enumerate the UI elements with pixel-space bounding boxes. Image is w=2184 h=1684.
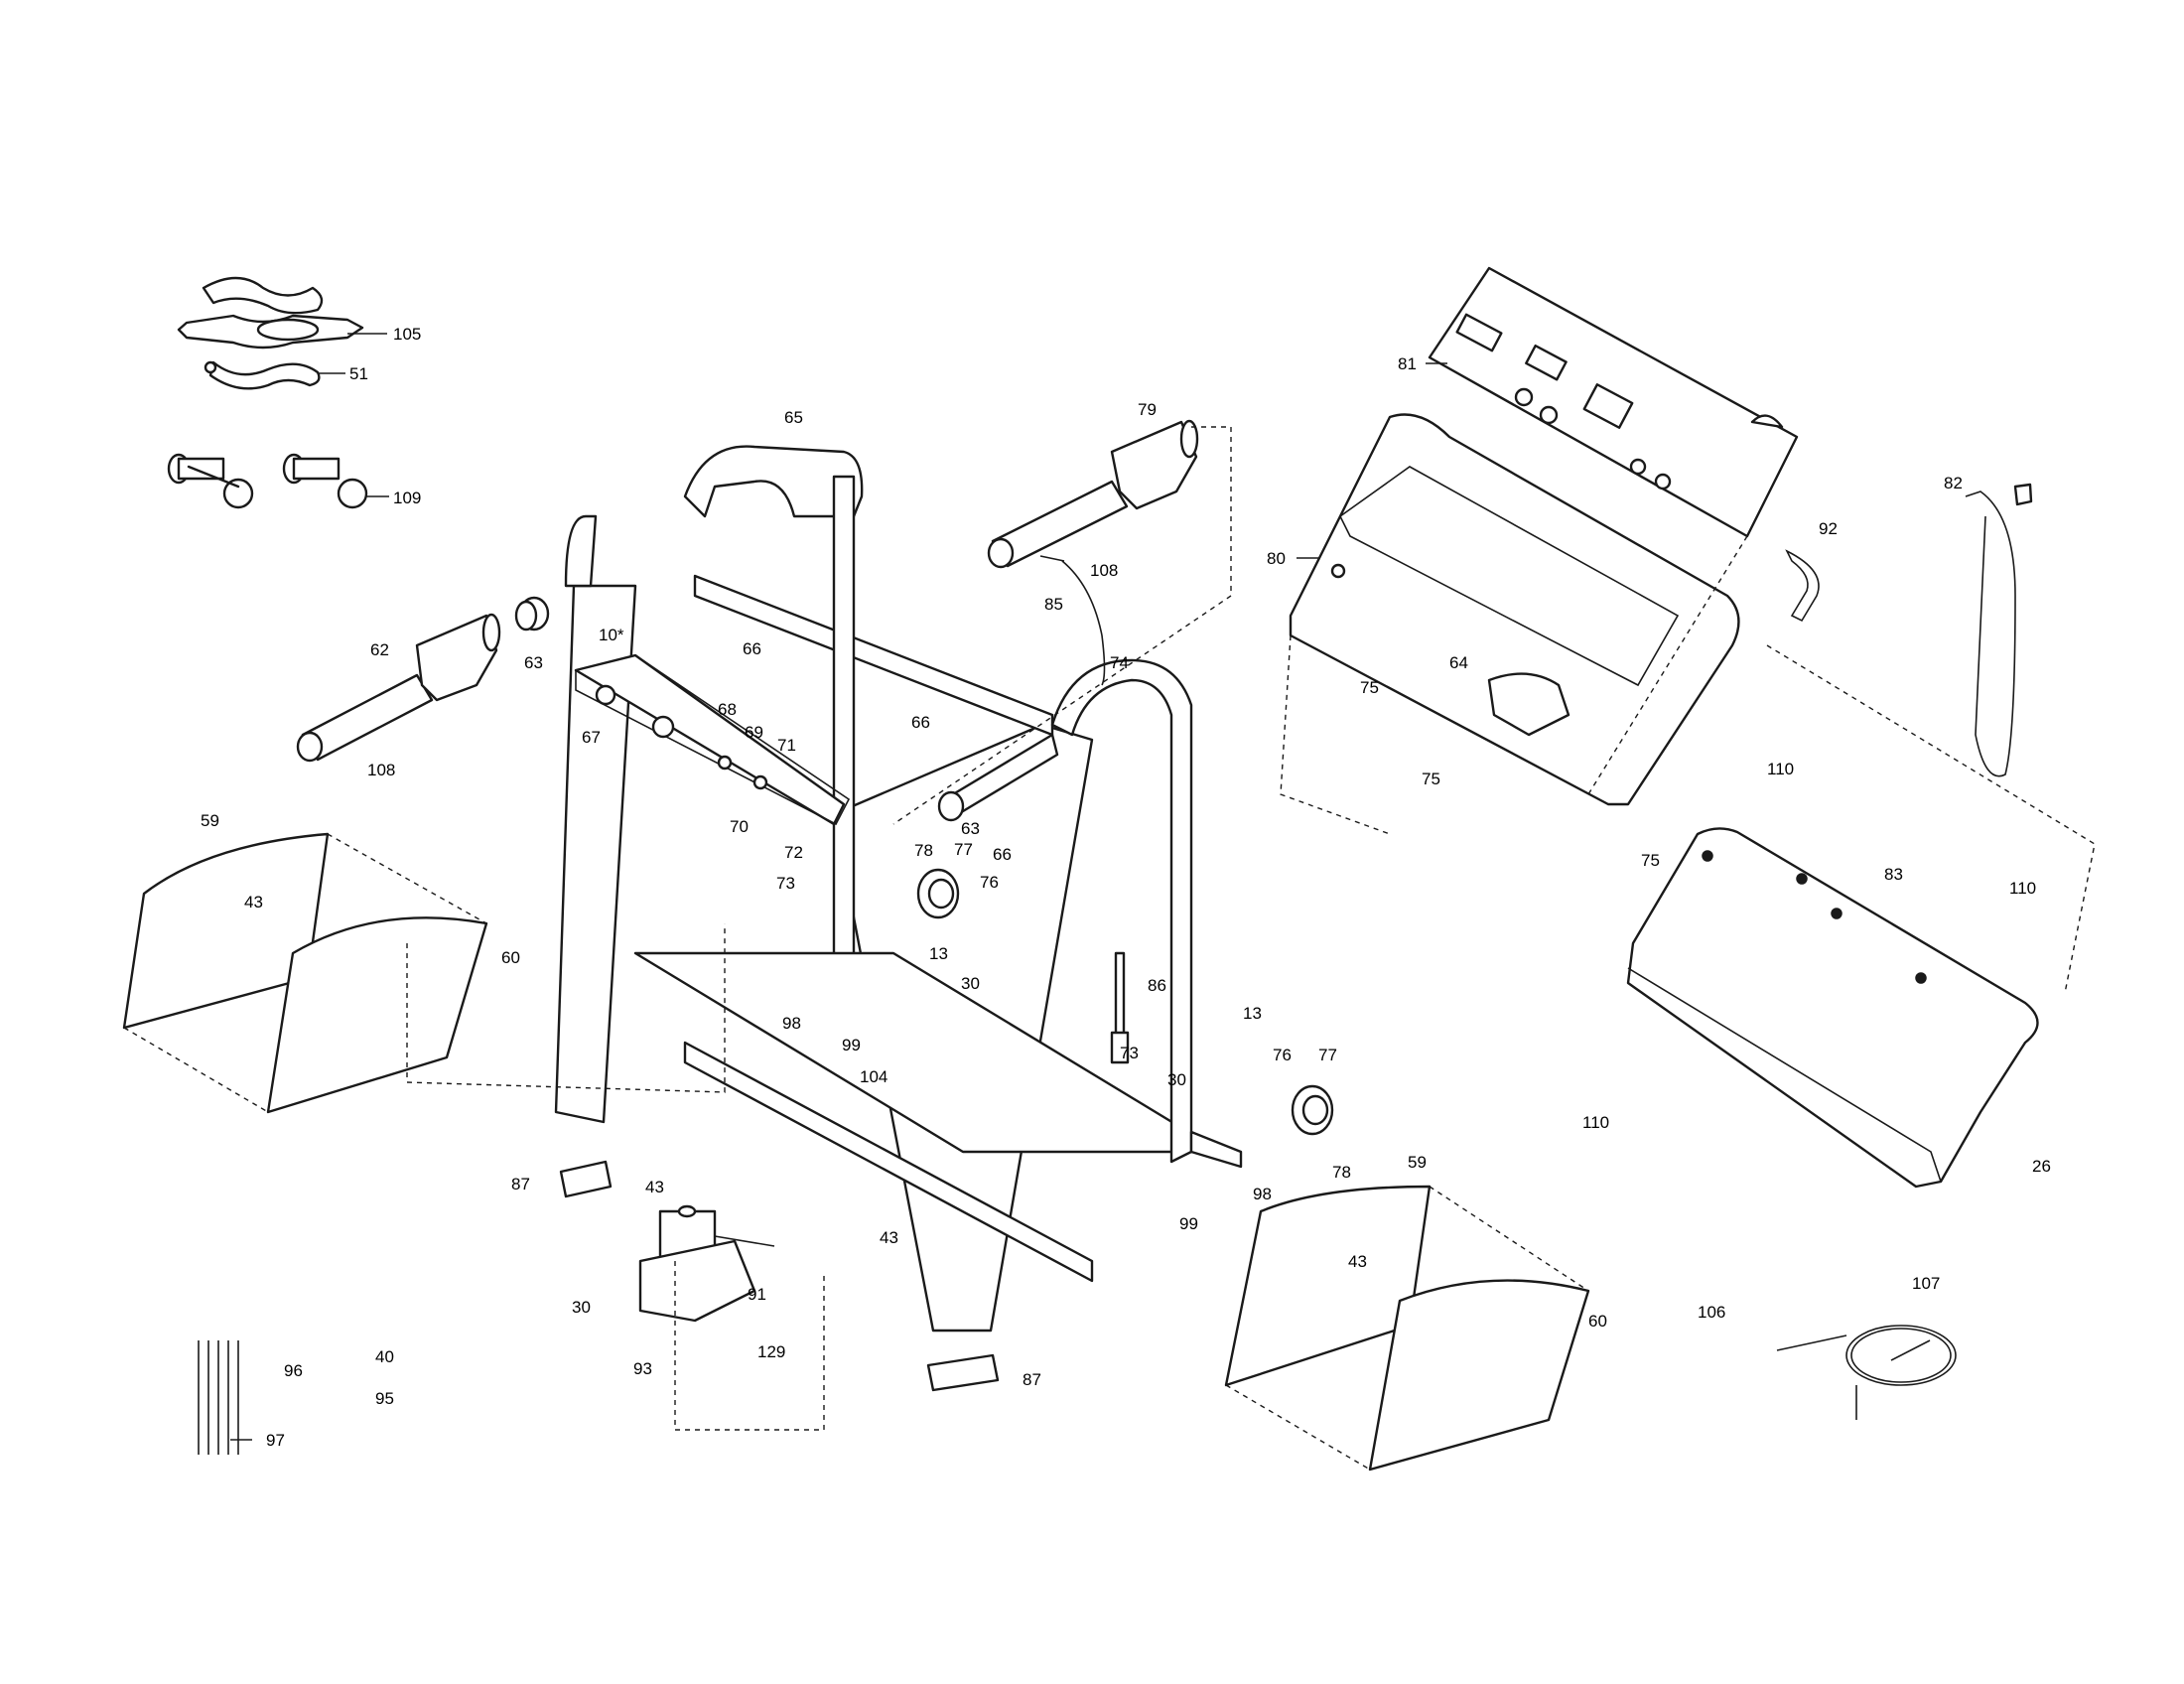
callout-109: 109 [393, 489, 421, 507]
callout-30b: 30 [1167, 1070, 1186, 1089]
callout-43a: 43 [244, 893, 263, 912]
callout-59a: 59 [201, 811, 219, 830]
callout-73a: 73 [776, 874, 795, 893]
callout-67: 67 [582, 728, 601, 747]
pin-parts [167, 453, 368, 509]
callout-87b: 87 [1023, 1370, 1041, 1389]
callout-104: 104 [860, 1067, 887, 1086]
callout-107: 107 [1912, 1274, 1940, 1293]
wire-coil-part [1776, 1325, 1957, 1420]
callout-10: 10* [599, 626, 624, 644]
callout-129: 129 [757, 1342, 785, 1361]
callout-43c: 43 [1348, 1252, 1367, 1271]
motor-hood-part [1626, 827, 2039, 1189]
lift-shock-part [1110, 951, 1130, 1064]
callout-77b: 77 [1318, 1046, 1337, 1064]
callout-82: 82 [1944, 474, 1963, 492]
callout-13b: 13 [1243, 1004, 1262, 1023]
callout-80: 80 [1267, 549, 1286, 568]
callout-96: 96 [284, 1361, 303, 1380]
callout-66a: 66 [743, 639, 761, 658]
callout-110a: 110 [1767, 760, 1794, 778]
leader-lines [230, 333, 1931, 1441]
controller-part [638, 1204, 775, 1323]
callout-51: 51 [349, 364, 368, 383]
callout-43d: 43 [880, 1228, 898, 1247]
callout-99b: 99 [1179, 1214, 1198, 1233]
callout-95: 95 [375, 1389, 394, 1408]
callout-69: 69 [745, 723, 763, 742]
callout-13a: 13 [929, 944, 948, 963]
console-base-part [1289, 413, 1740, 806]
callout-60a: 60 [501, 948, 520, 967]
callout-79: 79 [1138, 400, 1157, 419]
callout-78a: 78 [914, 841, 933, 860]
safety-clip-part [2013, 483, 2033, 506]
callout-74: 74 [1110, 653, 1129, 672]
callout-68: 68 [718, 700, 737, 719]
callout-110c: 110 [1582, 1113, 1609, 1132]
foot-parts [559, 1160, 1000, 1392]
callout-75c: 75 [1641, 851, 1660, 870]
callout-30a: 30 [961, 974, 980, 993]
main-frame-part [554, 445, 1243, 1333]
callout-98b: 98 [1253, 1185, 1272, 1203]
console-overlay-part [1428, 266, 1799, 538]
callout-93: 93 [633, 1359, 652, 1378]
callout-63a: 63 [524, 653, 543, 672]
callout-81: 81 [1398, 354, 1417, 373]
callout-65: 65 [784, 408, 803, 427]
callout-64: 64 [1449, 653, 1468, 672]
left-handrail-part [296, 613, 501, 763]
cable-part [1061, 560, 1106, 686]
callout-78b: 78 [1332, 1163, 1351, 1182]
callout-108a: 108 [1090, 561, 1118, 580]
callout-76b: 76 [1273, 1046, 1292, 1064]
callout-77a: 77 [954, 840, 973, 859]
callout-43b: 43 [645, 1178, 664, 1196]
callout-26: 26 [2032, 1157, 2051, 1176]
knob-part-left [514, 596, 550, 632]
callout-99a: 99 [842, 1036, 861, 1054]
callout-30c: 30 [572, 1298, 591, 1317]
callout-70: 70 [730, 817, 749, 836]
callout-97: 97 [266, 1431, 285, 1450]
callout-60b: 60 [1588, 1312, 1607, 1331]
callout-85: 85 [1044, 595, 1063, 614]
callout-40: 40 [375, 1347, 394, 1366]
callout-98a: 98 [782, 1014, 801, 1033]
callout-86: 86 [1148, 976, 1166, 995]
part-callouts: 105 51 109 65 79 81 82 92 80 62 63 108 1… [201, 325, 2051, 1450]
callout-75a: 75 [1360, 678, 1379, 697]
tie-strap-parts [198, 1340, 239, 1455]
callout-105: 105 [393, 325, 421, 344]
right-handrail-part [987, 419, 1199, 569]
left-side-covers-part [122, 832, 488, 1114]
callout-91: 91 [748, 1285, 766, 1304]
safety-key-clip-part [1965, 491, 2016, 777]
bracket-plate-part [574, 653, 851, 826]
callout-71: 71 [777, 736, 796, 755]
chest-strap-part [177, 276, 364, 390]
callout-92: 92 [1819, 519, 1838, 538]
callout-108b: 108 [367, 761, 395, 779]
callout-110b: 110 [2009, 879, 2036, 898]
callout-63b: 63 [961, 819, 980, 838]
right-side-covers-part [1224, 1185, 1590, 1472]
callout-73b: 73 [1120, 1044, 1139, 1062]
callout-66c: 66 [993, 845, 1012, 864]
callout-87a: 87 [511, 1175, 530, 1193]
callout-106: 106 [1698, 1303, 1725, 1322]
callout-66b: 66 [911, 713, 930, 732]
wheel-parts [916, 868, 1334, 1136]
assembly-guide-lines [123, 426, 2096, 1471]
callout-83: 83 [1884, 865, 1903, 884]
callout-72: 72 [784, 843, 803, 862]
callout-59b: 59 [1408, 1153, 1427, 1172]
ribbon-cable-part [1785, 549, 1820, 623]
callout-62: 62 [370, 640, 389, 659]
callout-75b: 75 [1422, 770, 1440, 788]
callout-76a: 76 [980, 873, 999, 892]
